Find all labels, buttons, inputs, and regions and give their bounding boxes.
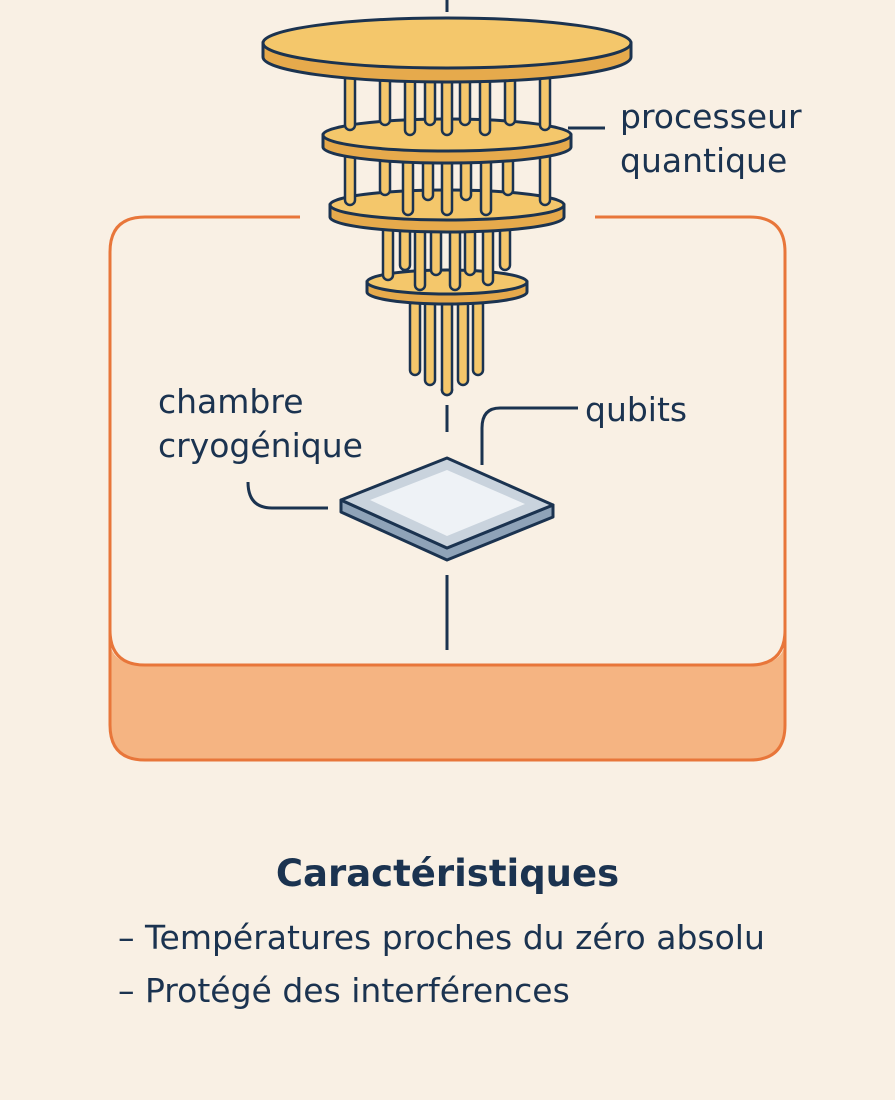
label-chamber: chambre cryogénique: [158, 380, 363, 468]
label-chamber-line1: chambre: [158, 382, 304, 421]
label-processor-line1: processeur: [620, 97, 802, 136]
label-processor-line2: quantique: [620, 141, 788, 180]
quantum-processor-chandelier: [261, 16, 633, 397]
rod: [440, 298, 454, 397]
chamber-inner-line: [108, 629, 787, 667]
label-qubits: qubits: [585, 390, 688, 429]
rod: [423, 298, 437, 387]
feature-item: – Températures proches du zéro absolu: [118, 918, 765, 957]
chamber-base-fill: [110, 640, 785, 760]
rod: [408, 298, 422, 377]
qubit-chip: [339, 456, 555, 562]
label-processor: processeur quantique: [620, 95, 802, 183]
rod: [456, 298, 470, 387]
rod: [481, 223, 495, 287]
disk-top: [261, 16, 633, 70]
chamber-outline: [108, 215, 787, 762]
rod: [448, 223, 462, 292]
feature-item: – Protégé des interférences: [118, 971, 570, 1010]
label-chamber-line2: cryogénique: [158, 426, 363, 465]
cryogenic-chamber: [108, 215, 787, 762]
rod: [413, 223, 427, 292]
features-title: Caractéristiques: [275, 852, 620, 895]
leader-lines: [246, 126, 605, 510]
rod: [471, 298, 485, 377]
rod: [381, 223, 395, 282]
